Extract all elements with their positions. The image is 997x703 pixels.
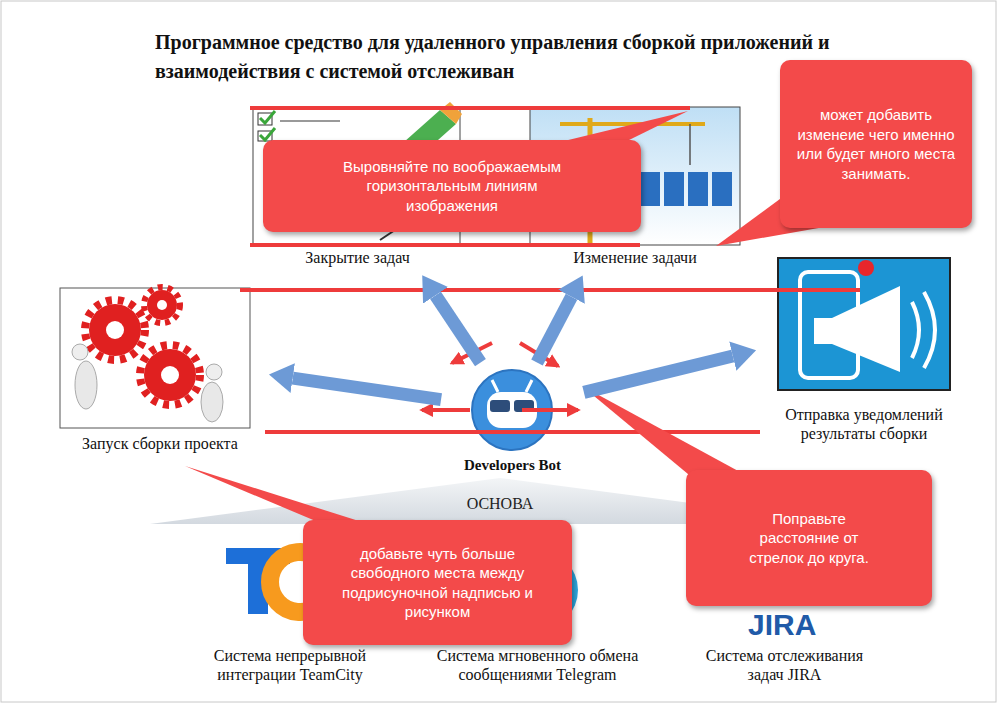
callout-text: добавьте чуть больше свободного места ме…	[337, 544, 538, 622]
change-task-picture	[640, 172, 660, 206]
callout-text: Поправьте расстояние от стрелок до круга…	[731, 509, 887, 568]
logo-wordmark: JIRA	[748, 610, 816, 640]
build-gears-picture	[75, 361, 97, 409]
logo-box: Система мгновенного обмена сообщениями T…	[405, 540, 670, 689]
notification-picture	[912, 302, 919, 358]
block-arrow	[293, 378, 441, 400]
picture-box: Запуск сборки проекта	[55, 286, 265, 458]
review-callout: Выровняйте по воображаемым горизонтальны…	[263, 140, 641, 232]
review-callout: может добавить изменеие чего именно или …	[780, 60, 972, 228]
review-callout: Поправьте расстояние от стрелок до круга…	[686, 470, 932, 606]
slide-title: Программное средство для удаленного упра…	[155, 28, 835, 86]
review-callout: добавьте чуть больше свободного места ме…	[303, 520, 572, 645]
foundation-band: ОСНОВА	[150, 484, 850, 524]
notification-picture	[858, 260, 874, 276]
build-gears-picture	[144, 287, 180, 323]
bot-icon	[492, 380, 532, 392]
review-arrow	[522, 408, 578, 412]
caption-text: ОСНОВА	[467, 494, 534, 513]
build-gears-picture	[161, 366, 179, 384]
bot-icon	[490, 400, 510, 412]
build-gears-picture	[144, 349, 196, 401]
change-task-picture	[712, 172, 732, 206]
build-gears-picture	[85, 300, 145, 360]
callout-pointer	[185, 466, 362, 522]
caption-text: Закрытие задач	[250, 248, 465, 267]
notification-picture	[778, 258, 950, 390]
callout-pointer	[185, 111, 830, 522]
build-gears-picture	[60, 287, 250, 428]
notification-picture	[814, 318, 832, 344]
closing-tasks-picture	[260, 128, 275, 140]
closing-tasks-picture	[280, 120, 340, 122]
logo-box: Система непрерывной интеграции TeamCity	[185, 540, 395, 689]
notification-picture	[924, 292, 935, 368]
build-gears-picture	[72, 344, 88, 360]
callout-pointer	[560, 111, 688, 142]
change-task-picture	[664, 172, 684, 206]
bot-node: Developers Bot	[445, 366, 580, 478]
build-gears-picture	[157, 300, 167, 310]
build-gears-picture	[206, 364, 222, 380]
block-arrow	[537, 297, 572, 363]
notification-picture	[778, 258, 950, 390]
callout-text: Выровняйте по воображаемым горизонтальны…	[323, 157, 581, 216]
block-arrow	[584, 356, 733, 392]
alignment-guide	[240, 108, 860, 432]
build-gears-picture	[147, 290, 177, 320]
build-gears-picture	[106, 321, 124, 339]
alignment-guide	[240, 288, 860, 292]
build-gears-picture	[60, 288, 250, 428]
callout-text: может добавить изменеие чего именно или …	[794, 105, 958, 183]
notification-picture	[832, 286, 900, 372]
caption-text: Система мгновенного обмена сообщениями T…	[405, 646, 670, 684]
alignment-guide	[250, 243, 640, 247]
change-task-picture	[688, 172, 708, 206]
change-task-picture	[689, 124, 691, 165]
caption-text: Система непрерывной интеграции TeamCity	[185, 646, 395, 684]
closing-tasks-picture	[260, 111, 275, 123]
build-gears-picture	[201, 382, 223, 422]
caption-text: Запуск сборки проекта	[55, 434, 265, 453]
closing-tasks-picture	[440, 102, 462, 124]
caption-text: Отправка уведомлений результаты сборки	[760, 405, 968, 443]
build-gears-picture	[89, 304, 141, 356]
picture-box: Отправка уведомлений результаты сборки	[760, 255, 968, 448]
block-arrow	[436, 295, 481, 362]
alignment-guide	[250, 106, 690, 110]
review-arrow	[422, 343, 578, 410]
caption-text: Developers Bot	[445, 456, 580, 474]
review-arrow	[422, 408, 470, 412]
build-gears-picture	[140, 345, 200, 405]
alignment-guide	[265, 430, 760, 434]
caption-text: Изменение задачи	[525, 248, 745, 267]
caption-text: Система отслеживания задач JIRA	[687, 646, 882, 684]
